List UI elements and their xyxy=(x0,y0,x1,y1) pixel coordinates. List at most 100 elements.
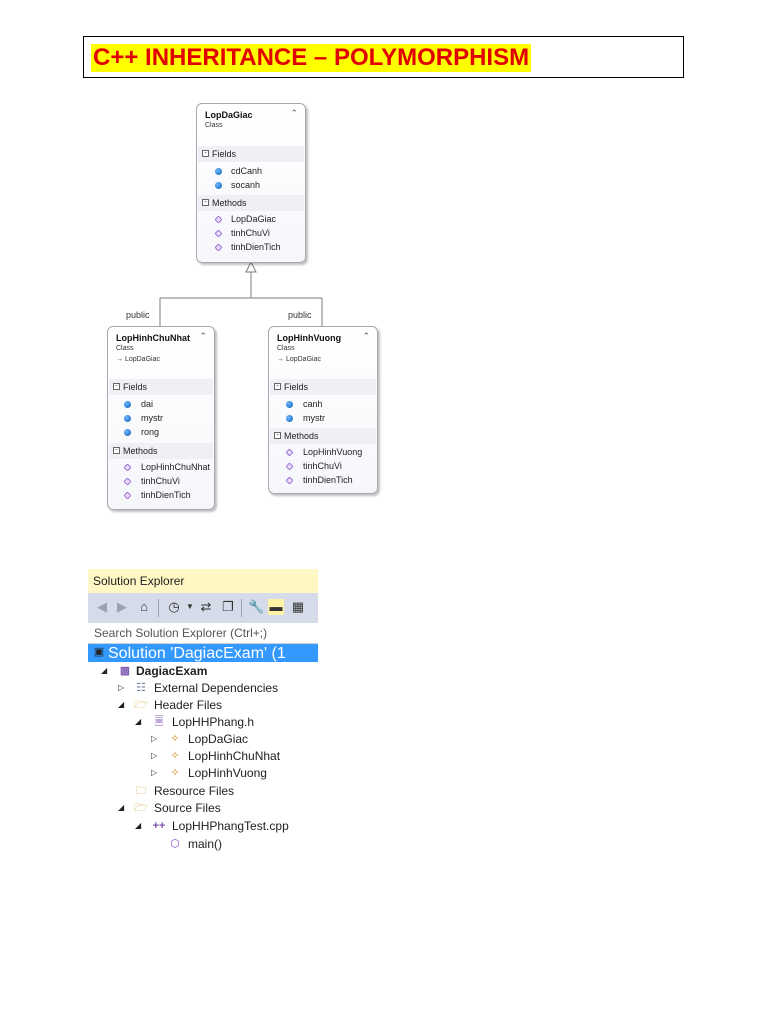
tree-row-function[interactable]: ⬡ main() xyxy=(88,836,318,853)
field-item[interactable]: mystr xyxy=(141,413,163,423)
pin-icon[interactable]: ▬ xyxy=(268,599,284,615)
folder-open-icon: 🗁 xyxy=(134,802,148,814)
fields-section-header[interactable]: - Fields xyxy=(198,146,304,162)
tree-label: Source Files xyxy=(154,801,221,815)
solution-explorer-titlebar[interactable]: Solution Explorer xyxy=(88,569,318,593)
class-name: LopHinhChuNhat xyxy=(116,333,190,343)
tree-row-resource-files[interactable]: 🗀 Resource Files xyxy=(88,783,318,800)
inheritance-label-right: public xyxy=(288,310,312,320)
collapse-chevron-icon[interactable]: ⌃ xyxy=(290,108,298,118)
collapse-toggle-icon[interactable]: - xyxy=(274,383,281,390)
tree-row-class[interactable]: ▷ ✧ LopHinhVuong xyxy=(88,765,318,782)
method-item[interactable]: tinhChuVi xyxy=(141,476,180,486)
expanded-arrow-icon[interactable]: ◢ xyxy=(135,717,142,726)
dropdown-arrow-icon[interactable]: ▼ xyxy=(186,602,194,611)
copy-icon[interactable]: ❐ xyxy=(222,599,234,614)
field-item[interactable]: mystr xyxy=(303,413,325,423)
collapse-toggle-icon[interactable]: - xyxy=(202,150,209,157)
tree-label: LopHinhChuNhat xyxy=(188,749,281,763)
expanded-arrow-icon[interactable]: ◢ xyxy=(118,803,125,812)
method-item[interactable]: tinhChuVi xyxy=(231,228,270,238)
method-item[interactable]: LopHinhVuong xyxy=(303,447,363,457)
expanded-arrow-icon[interactable]: ◢ xyxy=(135,821,142,830)
collapse-toggle-icon[interactable]: - xyxy=(113,447,120,454)
method-item[interactable]: tinhDienTich xyxy=(141,490,191,500)
method-icon xyxy=(214,243,223,252)
collapse-toggle-icon[interactable]: - xyxy=(202,199,209,206)
field-item[interactable]: canh xyxy=(303,399,323,409)
collapsed-arrow-icon[interactable]: ▷ xyxy=(151,768,158,777)
tree-row-class[interactable]: ▷ ✧ LopDaGiac xyxy=(88,731,318,748)
toolbar-separator xyxy=(158,599,159,617)
solution-icon: ▣ xyxy=(93,646,105,658)
tree-label: LopHinhVuong xyxy=(188,766,267,780)
field-item[interactable]: rong xyxy=(141,427,160,437)
tree-row-solution[interactable]: ▣ Solution 'DagiacExam' (1 project) xyxy=(88,644,318,680)
tree-row-class[interactable]: ▷ ✧ LopHinhChuNhat xyxy=(88,748,318,765)
method-icon xyxy=(123,491,132,500)
method-item[interactable]: LopDaGiac xyxy=(231,214,277,224)
tree-row-header-file[interactable]: ◢ 🗏 LopHHPhang.h xyxy=(88,714,318,731)
back-icon[interactable]: ◀ xyxy=(97,599,107,614)
inheritance-arrowhead xyxy=(245,260,257,273)
expanded-arrow-icon[interactable]: ◢ xyxy=(118,700,125,709)
home-icon[interactable]: ⌂ xyxy=(140,599,148,614)
properties-wrench-icon[interactable]: 🔧 xyxy=(248,599,265,614)
method-icon xyxy=(123,477,132,486)
tree-row-header-files[interactable]: ◢ 🗁 Header Files xyxy=(88,697,318,714)
class-icon: ✧ xyxy=(170,750,180,762)
methods-section-header[interactable]: - Methods xyxy=(109,443,213,459)
collapsed-arrow-icon[interactable]: ▷ xyxy=(118,683,125,692)
sync-icon[interactable]: ⇄ xyxy=(200,599,212,614)
class-base: → LopDaGiac xyxy=(116,356,160,363)
method-item[interactable]: tinhDienTich xyxy=(303,475,353,485)
class-kind: Class xyxy=(116,345,134,352)
collapsed-arrow-icon[interactable]: ▷ xyxy=(151,734,158,743)
class-name: LopHinhVuong xyxy=(277,333,342,343)
fields-section-header[interactable]: - Fields xyxy=(109,379,213,395)
collapsed-arrow-icon[interactable]: ▷ xyxy=(151,751,158,760)
search-input[interactable]: Search Solution Explorer (Ctrl+;) xyxy=(88,623,318,644)
field-item[interactable]: cdCanh xyxy=(231,166,263,176)
method-item[interactable]: tinhDienTich xyxy=(231,242,281,252)
history-icon[interactable]: ◷ xyxy=(168,599,180,614)
method-icon xyxy=(285,462,294,471)
tree-row-source-file[interactable]: ◢ ++ LopHHPhangTest.cpp xyxy=(88,818,318,835)
search-placeholder: Search Solution Explorer (Ctrl+;) xyxy=(94,626,268,640)
field-icon xyxy=(124,429,131,436)
field-item[interactable]: dai xyxy=(141,399,154,409)
collapse-chevron-icon[interactable]: ⌃ xyxy=(362,331,370,341)
class-kind: Class xyxy=(205,122,223,129)
collapse-toggle-icon[interactable]: - xyxy=(113,383,120,390)
folder-open-icon: 🗁 xyxy=(134,699,148,711)
fields-section-header[interactable]: - Fields xyxy=(270,379,376,395)
methods-label: Methods xyxy=(123,446,158,456)
method-icon xyxy=(214,229,223,238)
function-icon: ⬡ xyxy=(170,838,180,850)
method-item[interactable]: tinhChuVi xyxy=(303,461,342,471)
class-icon: ✧ xyxy=(170,733,180,745)
title-box: C++ INHERITANCE – POLYMORPHISM xyxy=(83,36,684,78)
class-box-lophinhvuong[interactable]: LopHinhVuong Class → LopDaGiac ⌃ - Field… xyxy=(268,326,378,494)
tree-row-source-files[interactable]: ◢ 🗁 Source Files xyxy=(88,800,318,817)
tree-label: LopDaGiac xyxy=(188,732,249,746)
methods-section-header[interactable]: - Methods xyxy=(198,195,304,211)
methods-label: Methods xyxy=(284,431,319,441)
methods-section-header[interactable]: - Methods xyxy=(270,428,376,444)
header-file-icon: 🗏 xyxy=(154,716,164,728)
collapse-chevron-icon[interactable]: ⌃ xyxy=(199,331,207,341)
class-box-lopdagiac[interactable]: LopDaGiac Class ⌃ - Fields cdCanh socanh… xyxy=(196,103,306,263)
tree-row-project[interactable]: ◢ ▩ DagiacExam xyxy=(88,663,318,680)
tree-row-external-dependencies[interactable]: ▷ ☷ External Dependencies xyxy=(88,680,318,697)
class-box-lophinhchunhat[interactable]: LopHinhChuNhat Class → LopDaGiac ⌃ - Fie… xyxy=(107,326,215,510)
tree-label: main() xyxy=(188,837,223,851)
method-item[interactable]: LopHinhChuNhat xyxy=(141,462,211,472)
tree-label: LopHHPhang.h xyxy=(172,715,255,729)
class-diagram-icon[interactable]: ▦ xyxy=(291,599,305,614)
tree-label: Header Files xyxy=(154,698,223,712)
forward-icon[interactable]: ▶ xyxy=(117,599,127,614)
field-item[interactable]: socanh xyxy=(231,180,261,190)
collapse-toggle-icon[interactable]: - xyxy=(274,432,281,439)
expanded-arrow-icon[interactable]: ◢ xyxy=(101,666,108,675)
cpp-file-icon: ++ xyxy=(152,820,166,832)
